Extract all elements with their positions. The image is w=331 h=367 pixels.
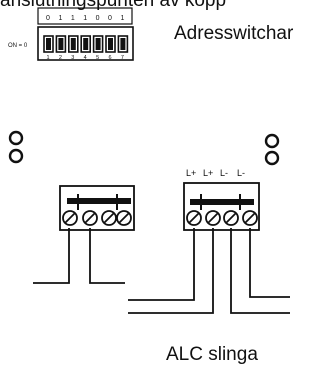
indicator-ring-left-top (8, 130, 24, 146)
dip-position-number: 1 (46, 55, 49, 61)
terminal-label: L+ (203, 168, 213, 178)
terminal-screw-slot (84, 212, 96, 224)
terminal-screw-slot (188, 212, 200, 224)
alc-wire-4 (249, 228, 290, 298)
terminal-screw-slot (103, 212, 115, 224)
dip-state-digit: 0 (96, 15, 100, 22)
dip-state-digit: 1 (58, 15, 62, 22)
alc-wire-1 (128, 228, 195, 301)
terminal-screw-slot (64, 212, 76, 224)
terminal-block-left (33, 185, 135, 284)
alc-wire-3 (230, 228, 290, 314)
dip-state-digit: 0 (46, 15, 50, 22)
terminal-label: L+ (186, 168, 196, 178)
dip-position-number: 6 (108, 55, 111, 61)
wire-left-1 (33, 228, 70, 284)
indicator-ring-left-bottom (8, 148, 24, 164)
dip-lever-fill (70, 38, 76, 50)
terminal-screw-slot (244, 212, 256, 224)
dip-position-number: 3 (71, 55, 74, 61)
dip-state-digit: 1 (83, 15, 87, 22)
dip-on-label: ON = 0 (8, 43, 28, 49)
indicator-ring-right-bottom (264, 150, 280, 166)
alc-loop-label: ALC slinga (166, 344, 258, 365)
dip-position-numbers: 1 2 3 4 5 6 7 (46, 55, 123, 61)
terminal-block-left-bar (67, 198, 131, 204)
dip-position-number: 2 (59, 55, 62, 61)
dip-lever-fill (120, 38, 126, 50)
dip-lever-fill (95, 38, 101, 50)
dip-switch-frame (37, 7, 133, 25)
terminal-screw-slot (118, 212, 130, 224)
terminal-block-right: L+ L+ L- L- (128, 168, 290, 314)
dip-switch: 0 1 1 1 0 0 1 ON = 0 1 2 3 4 5 6 7 (8, 7, 134, 61)
address-switch-label: Adresswitchar (174, 23, 294, 44)
dip-state-digit: 1 (120, 15, 124, 22)
alc-wire-2 (128, 228, 214, 314)
terminal-label: L- (237, 168, 245, 178)
dip-lever-fill (108, 38, 113, 50)
terminal-label: L- (220, 168, 228, 178)
wire-left-2 (89, 228, 125, 284)
dip-lever-fill (46, 38, 51, 50)
dip-position-number: 7 (121, 55, 124, 61)
dip-position-number: 5 (96, 55, 99, 61)
terminal-screw-slot (225, 212, 237, 224)
terminal-block-right-bar (190, 199, 254, 205)
dip-levers (43, 35, 129, 53)
dip-state-digits: 0 1 1 1 0 0 1 (46, 15, 124, 22)
dip-state-digit: 1 (71, 15, 75, 22)
dip-state-digit: 0 (108, 15, 112, 22)
dip-lever-fill (83, 38, 89, 50)
indicator-ring-right-top (264, 133, 280, 149)
dip-position-number: 4 (84, 55, 87, 61)
terminal-screw-slot (207, 212, 219, 224)
header-text-fragment: ansluthingspunten av kopp (0, 0, 331, 10)
dip-lever-fill (58, 38, 64, 50)
